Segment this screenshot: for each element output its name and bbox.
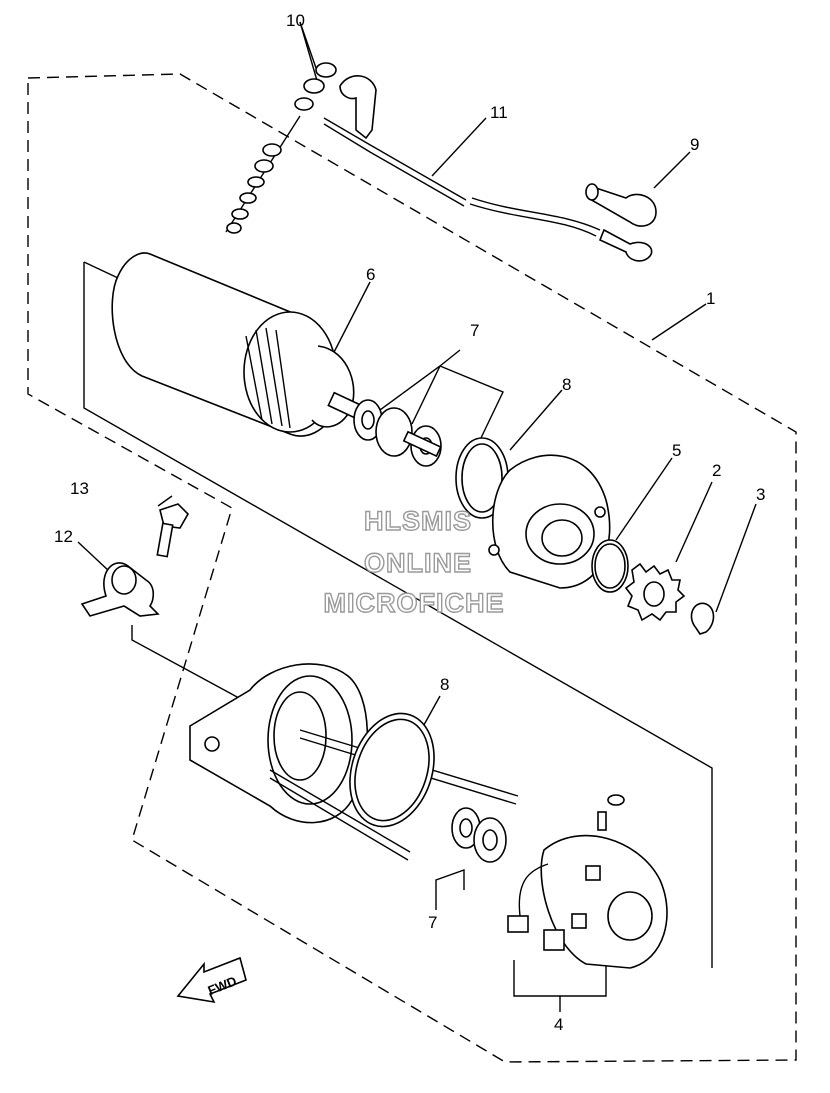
callout-4: 4 <box>554 1015 563 1034</box>
washer-stack <box>226 143 282 234</box>
o-ring-part-8-lower <box>349 712 435 828</box>
callout-8-upper: 8 <box>562 375 571 394</box>
lead-wire-part-11 <box>323 75 653 262</box>
terminal-cap-part-9 <box>585 183 657 227</box>
yoke-housing-part-6 <box>111 252 361 437</box>
assembly-boundary <box>27 73 797 1063</box>
callout-7-lower: 7 <box>428 913 437 932</box>
watermark-line-3: MICROFICHE <box>324 588 505 618</box>
leader-lines <box>77 21 757 1012</box>
callout-1: 1 <box>706 289 715 308</box>
brush-holder-part-4 <box>507 794 668 969</box>
callout-8-lower: 8 <box>440 675 449 694</box>
gear-part-2 <box>624 562 686 622</box>
callout-2: 2 <box>712 461 721 480</box>
watermark-line-2: ONLINE <box>364 548 472 578</box>
callout-7-upper: 7 <box>470 321 479 340</box>
bolt-part-13 <box>156 503 189 558</box>
callout-13: 13 <box>70 479 89 498</box>
nut-part-10 <box>294 62 337 111</box>
clamp-part-12 <box>80 562 160 617</box>
callout-9: 9 <box>690 135 699 154</box>
front-cover <box>488 454 611 589</box>
fwd-arrow: FWD <box>176 956 247 1004</box>
washer-part-7-upper <box>353 399 442 467</box>
callout-5: 5 <box>672 441 681 460</box>
callout-11: 11 <box>490 103 508 122</box>
callout-3: 3 <box>756 485 765 504</box>
callout-labels: 10 11 9 1 6 7 8 5 2 3 13 12 8 7 4 <box>54 11 765 1034</box>
rear-housing <box>189 663 369 824</box>
watermark: HLSMIS ONLINE MICROFICHE <box>323 505 505 618</box>
callout-6: 6 <box>366 265 375 284</box>
callout-10: 10 <box>286 11 305 30</box>
o-ring-part-5 <box>591 539 629 593</box>
washer-part-7-lower <box>451 807 507 863</box>
watermark-line-1: HLSMIS <box>364 506 472 536</box>
circlip-part-3 <box>690 602 715 635</box>
callout-12: 12 <box>54 527 73 546</box>
